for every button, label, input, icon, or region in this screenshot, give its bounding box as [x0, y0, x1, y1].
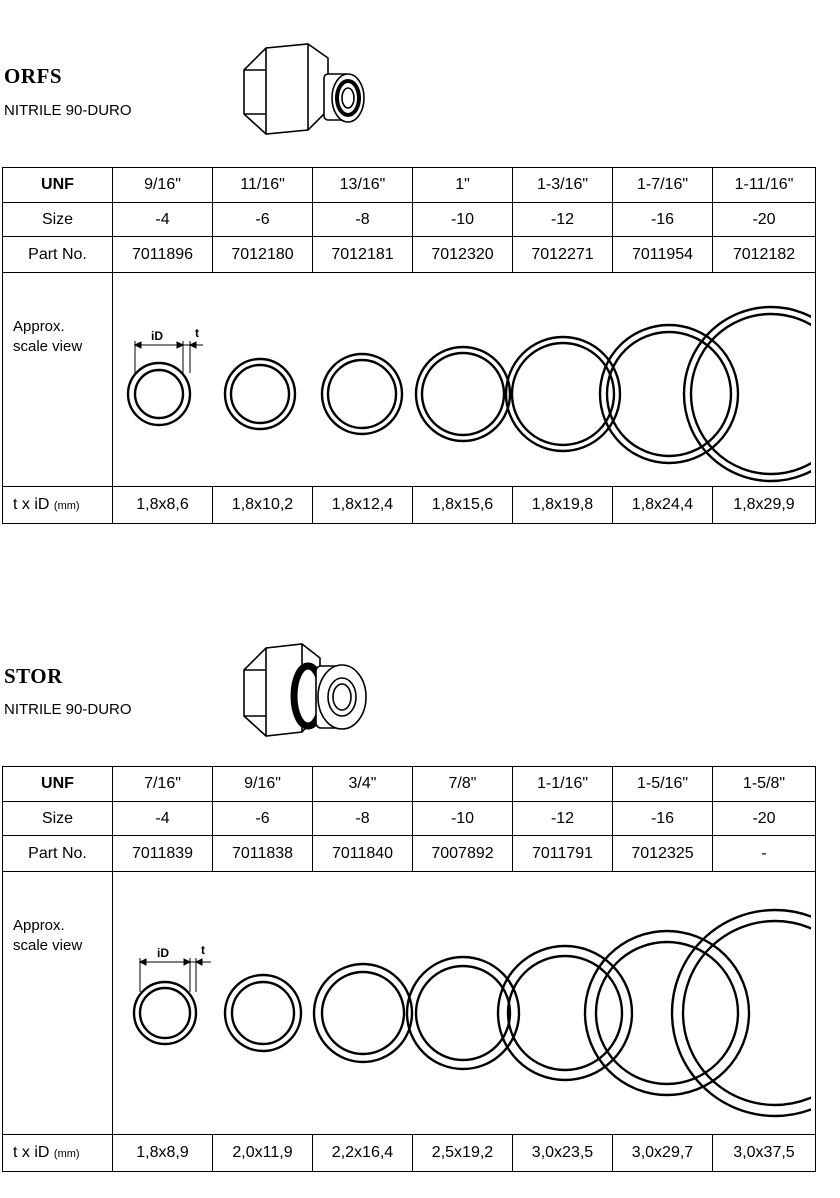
unf-cell: 9/16" [212, 766, 313, 802]
id-dimension-label: iD [151, 329, 163, 343]
unf-header: UNF [2, 766, 113, 802]
unf-cell: 7/16" [112, 766, 213, 802]
unf-cell: 1-3/16" [512, 167, 613, 203]
part-no-cell: - [712, 835, 816, 872]
size-cell: -16 [612, 801, 713, 836]
part-no-cell: 7007892 [412, 835, 513, 872]
part-no-cell: 7011791 [512, 835, 613, 872]
size-label: Size [2, 801, 113, 836]
size-cell: -10 [412, 801, 513, 836]
txid-cell: 2,5x19,2 [412, 1134, 513, 1172]
unf-cell: 1-1/16" [512, 766, 613, 802]
unf-cell: 11/16" [212, 167, 313, 203]
unf-cell: 1-5/16" [612, 766, 713, 802]
size-cell: -8 [312, 202, 413, 237]
unf-cell: 7/8" [412, 766, 513, 802]
txid-cell: 3,0x23,5 [512, 1134, 613, 1172]
txid-cell: 1,8x8,9 [112, 1134, 213, 1172]
stor-spec-table: UNF 7/16" 9/16" 3/4" 7/8" 1-1/16" 1-5/16… [2, 766, 816, 1172]
part-no-cell: 7012271 [512, 236, 613, 273]
id-dimension-label: iD [157, 946, 169, 960]
txid-cell: 1,8x24,4 [612, 486, 713, 524]
orfs-section: ORFS NITRILE 90-DURO UNF 9/16" 11/16" 13… [0, 0, 840, 560]
part-no-cell: 7011838 [212, 835, 313, 872]
scale-view-label-cell: Approx. scale view [2, 871, 113, 1135]
unf-cell: 13/16" [312, 167, 413, 203]
part-no-cell: 7011840 [312, 835, 413, 872]
size-cell: -20 [712, 801, 816, 836]
txid-label-text: t x iD [13, 496, 50, 513]
txid-cell: 1,8x12,4 [312, 486, 413, 524]
section-subtitle: NITRILE 90-DURO [4, 102, 132, 119]
txid-unit: (mm) [53, 500, 80, 512]
section-title: ORFS [4, 64, 63, 88]
scale-view-label: Approx. scale view [13, 318, 83, 355]
t-dimension-label: t [195, 326, 199, 340]
t-dimension-label: t [201, 943, 205, 957]
txid-cell: 2,2x16,4 [312, 1134, 413, 1172]
part-no-cell: 7011896 [112, 236, 213, 273]
part-no-cell: 7012180 [212, 236, 313, 273]
unf-cell: 1-5/8" [712, 766, 816, 802]
scale-view-label-cell: Approx. scale view [2, 272, 113, 487]
orfs-spec-table: UNF 9/16" 11/16" 13/16" 1" 1-3/16" 1-7/1… [2, 167, 816, 524]
unf-header: UNF [2, 167, 113, 203]
part-no-cell: 7011954 [612, 236, 713, 273]
size-cell: -4 [112, 202, 213, 237]
orfs-ring-diagram: iD t [126, 305, 811, 483]
size-cell: -4 [112, 801, 213, 836]
scale-view-label: Approx. scale view [13, 917, 83, 954]
scale-view-cell: iD t [112, 272, 816, 487]
part-no-label: Part No. [2, 236, 113, 273]
part-no-cell: 7012320 [412, 236, 513, 273]
txid-cell: 1,8x19,8 [512, 486, 613, 524]
section-title: STOR [4, 664, 63, 688]
unf-cell: 3/4" [312, 766, 413, 802]
unf-cell: 1-11/16" [712, 167, 816, 203]
txid-unit: (mm) [53, 1148, 80, 1160]
txid-label: t x iD (mm) [2, 1134, 113, 1172]
txid-cell: 1,8x29,9 [712, 486, 816, 524]
stor-fitting-illustration [243, 643, 367, 737]
txid-cell: 3,0x37,5 [712, 1134, 816, 1172]
size-cell: -6 [212, 801, 313, 836]
size-cell: -20 [712, 202, 816, 237]
part-no-cell: 7012325 [612, 835, 713, 872]
txid-label-text: t x iD [13, 1144, 50, 1161]
txid-cell: 1,8x15,6 [412, 486, 513, 524]
txid-cell: 3,0x29,7 [612, 1134, 713, 1172]
stor-ring-diagram: iD t [132, 908, 811, 1118]
txid-cell: 2,0x11,9 [212, 1134, 313, 1172]
txid-cell: 1,8x8,6 [112, 486, 213, 524]
scale-view-cell: iD t [112, 871, 816, 1135]
orfs-fitting-illustration [243, 43, 365, 135]
part-no-cell: 7011839 [112, 835, 213, 872]
size-cell: -12 [512, 801, 613, 836]
txid-label: t x iD (mm) [2, 486, 113, 524]
part-no-label: Part No. [2, 835, 113, 872]
size-cell: -8 [312, 801, 413, 836]
section-subtitle: NITRILE 90-DURO [4, 701, 132, 718]
